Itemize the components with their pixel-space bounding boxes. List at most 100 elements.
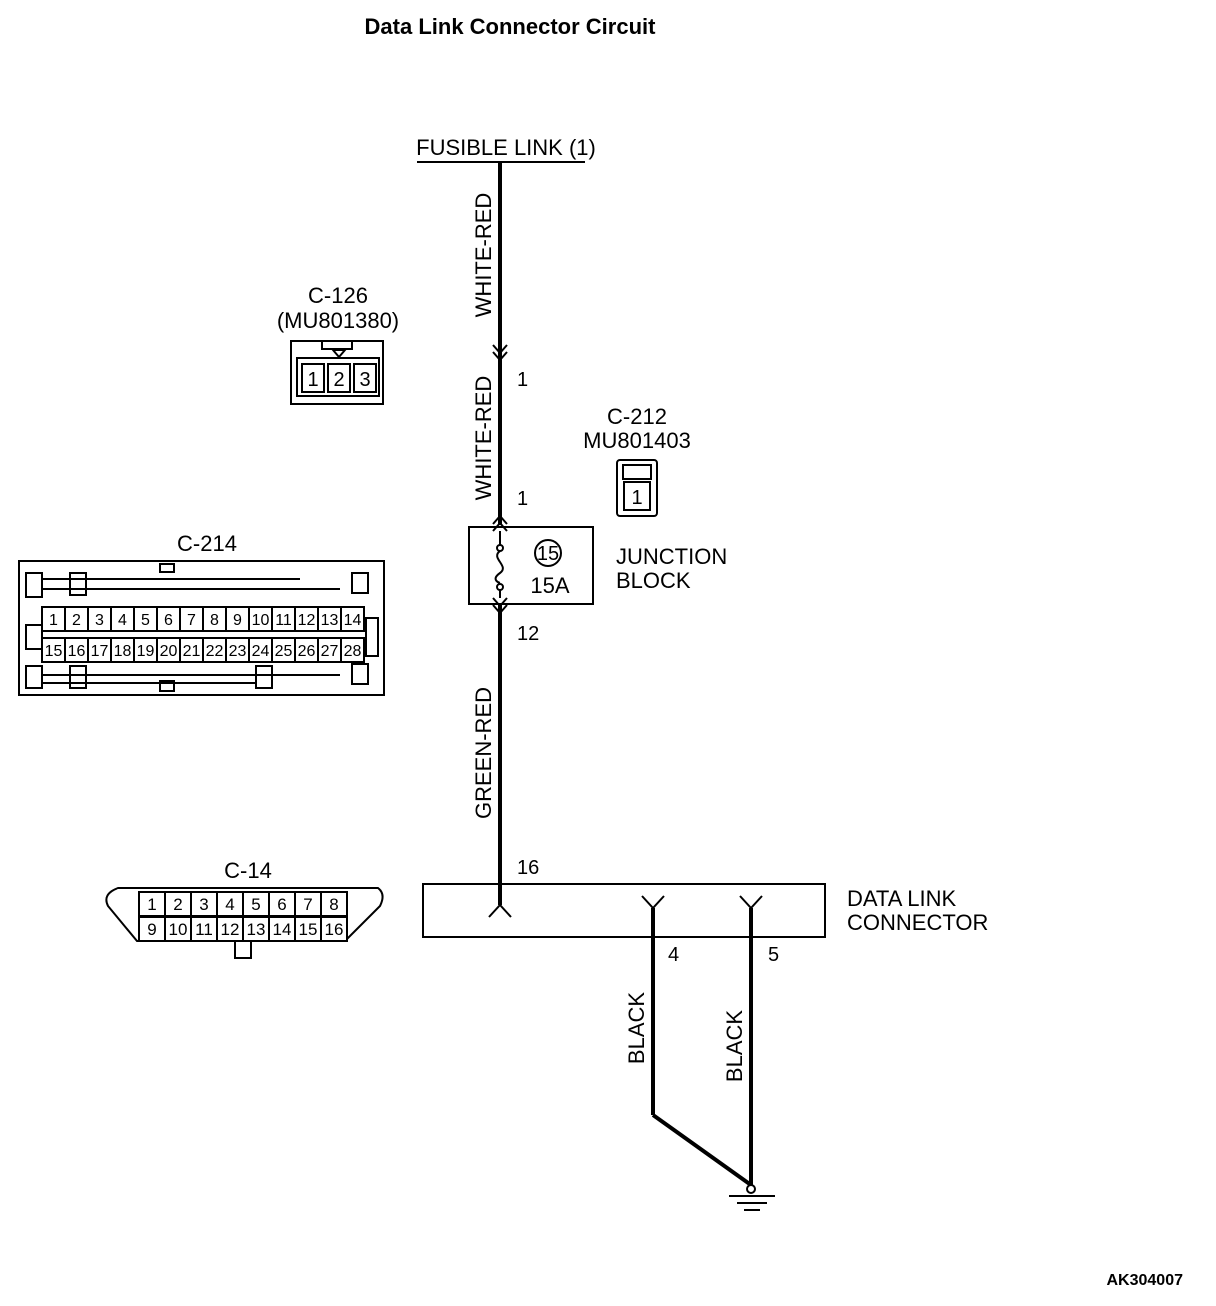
c214-pin-label: 5: [141, 612, 150, 629]
wire-color-lower: GREEN-RED: [471, 687, 496, 819]
c126-pin-2: [327, 363, 351, 393]
c14-pin-label: 12: [221, 920, 240, 939]
c214-pin-label: 23: [229, 643, 247, 660]
c14-pin-label: 2: [173, 895, 182, 914]
ground-wire-join: [651, 1113, 753, 1187]
c14-pin-cell: [242, 916, 270, 942]
c214-side-latch: [365, 617, 379, 657]
c214-name: C-214: [177, 531, 237, 556]
c14-pin-label: 10: [169, 920, 188, 939]
c214-guide: [69, 665, 87, 689]
c214-pin-label: 3: [95, 612, 104, 629]
c214-guide: [25, 665, 43, 689]
dlc-label-line2: CONNECTOR: [847, 910, 988, 935]
pin-label-jb-in: 1: [517, 488, 528, 510]
c214-pin-label: 28: [344, 643, 362, 660]
c214-pin-label: 1: [49, 612, 58, 629]
c214-key-top: [159, 563, 175, 573]
jb-exit-chevron-upper: [492, 597, 508, 608]
c214-guide: [25, 572, 43, 598]
c214-pin-label: 11: [275, 612, 292, 629]
c14-pin-label: 4: [225, 895, 234, 914]
c214-pin-label: 19: [137, 643, 155, 660]
c214-pin-label: 17: [91, 643, 109, 660]
c214-guide: [351, 572, 369, 594]
c14-name: C-14: [224, 858, 272, 883]
c214-pin-label: 18: [114, 643, 132, 660]
fusible-link-label: FUSIBLE LINK (1): [416, 135, 596, 160]
data-link-connector: [422, 862, 826, 1190]
c214-pin-label: 27: [321, 643, 339, 660]
c14-pin-label: 7: [303, 895, 312, 914]
c14-pin-label: 11: [195, 920, 213, 939]
c214-pin-label: 26: [298, 643, 316, 660]
c14-pin-label: 14: [273, 920, 292, 939]
c212-pin-1: [623, 481, 651, 511]
c212-latch: [622, 464, 652, 480]
c214-guide: [69, 572, 87, 596]
dlc-label-line1: DATA LINK: [847, 886, 957, 911]
c214-pin-label: 4: [118, 612, 127, 629]
wire-color-middle: WHITE-RED: [471, 376, 496, 501]
pin-label-dlc-gnd-left: 4: [668, 944, 679, 966]
c126-pin-3: [353, 363, 377, 393]
pin-label-c126: 1: [517, 369, 528, 391]
c126-pin-1: [301, 363, 325, 393]
pin-label-dlc-gnd-right: 5: [768, 944, 779, 966]
jb-entry-chevron-upper: [492, 514, 508, 525]
wire-color-upper: WHITE-RED: [471, 193, 496, 318]
c214-pin-cell: [340, 606, 365, 632]
dlc-pin16-terminal: [488, 903, 512, 918]
c212-pin-label: 1: [631, 487, 642, 509]
c14-pin-cell: [164, 916, 192, 942]
c126-pin-label: 2: [333, 369, 344, 391]
c214-pin-label: 24: [252, 643, 270, 660]
c14-pin-cell: [268, 916, 296, 942]
fuse-terminal-bottom: [496, 583, 504, 591]
c214-pin-label: 20: [160, 643, 178, 660]
c214-pin-label: 9: [233, 612, 242, 629]
c214-pin-label: 15: [45, 643, 63, 660]
connector-chevron-lower: [492, 351, 508, 362]
c14-tab: [234, 940, 252, 959]
connector-symbol-c126: [492, 344, 508, 362]
c14-pin-label: 3: [199, 895, 208, 914]
c214-pin-label: 13: [321, 612, 339, 629]
c126-name: C-126: [308, 283, 368, 308]
c14-pin-label: 6: [277, 895, 286, 914]
reference-code: AK304007: [1107, 1272, 1184, 1289]
c214-pin-label: 16: [68, 643, 86, 660]
pin-label-dlc-in: 16: [517, 857, 539, 879]
c214-pin-label: 2: [72, 612, 81, 629]
c214-guide: [255, 665, 273, 689]
c214-pin-label: 21: [183, 643, 201, 660]
connector-chevron-upper: [492, 344, 508, 355]
c126-cavity-frame: [296, 357, 380, 397]
fuse-terminal-top: [496, 544, 504, 552]
c126-pin-label: 3: [359, 369, 370, 391]
junction-block-label-line1: JUNCTION: [616, 544, 727, 569]
fuse-number-circle: [534, 539, 562, 567]
c126-part-number: (MU801380): [277, 308, 399, 333]
fuse-element: [494, 550, 504, 584]
c214-pin-label: 10: [252, 612, 270, 629]
fuse-rating: 15A: [530, 573, 569, 598]
c14-pin-label: 1: [147, 895, 156, 914]
c212-part-number: MU801403: [583, 428, 691, 453]
c14-pin-cell: [320, 916, 348, 942]
fusible-link: FUSIBLE LINK (1): [416, 135, 596, 163]
connector-face-c212: C-212 MU801403 1: [583, 404, 691, 517]
c214-pin-label: 14: [344, 612, 362, 629]
c14-pin-label: 5: [251, 895, 260, 914]
c14-pin-label: 15: [299, 920, 318, 939]
ground-node: [746, 1184, 756, 1194]
diagram-title: Data Link Connector Circuit: [365, 14, 657, 39]
fuse-number: 15: [537, 543, 559, 565]
wire-color-ground-right: BLACK: [722, 1010, 747, 1082]
c214-guide: [351, 663, 369, 685]
junction-block-box: [468, 526, 594, 605]
